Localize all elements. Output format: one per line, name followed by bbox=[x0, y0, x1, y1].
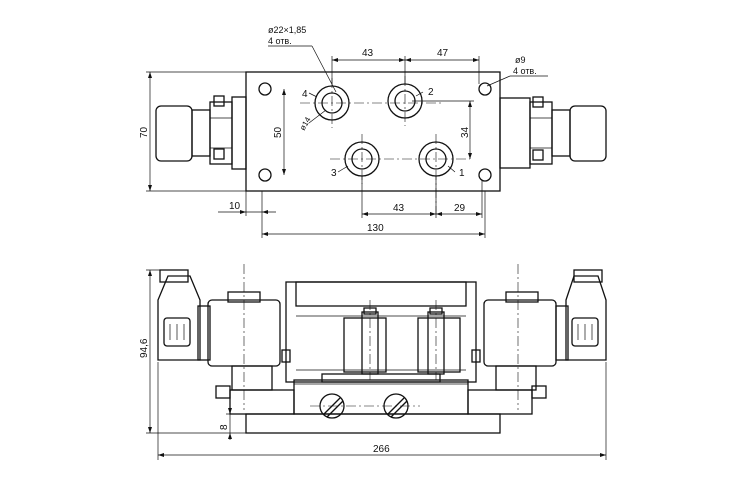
svg-text:10: 10 bbox=[229, 201, 241, 212]
svg-text:266: 266 bbox=[373, 444, 390, 455]
dim-top-chain: 43 47 bbox=[331, 48, 480, 84]
svg-text:29: 29 bbox=[454, 203, 466, 214]
dim-inner-height: 50 bbox=[273, 89, 286, 175]
right-solenoid-plan bbox=[499, 96, 607, 169]
svg-text:70: 70 bbox=[139, 126, 150, 138]
port-label-1: 1 bbox=[459, 168, 465, 179]
dim-overall-width: 130 bbox=[261, 191, 486, 238]
dim-port-spacing: 34 bbox=[412, 100, 474, 159]
svg-text:43: 43 bbox=[393, 203, 405, 214]
svg-text:50: 50 bbox=[273, 126, 284, 138]
dim-offset: 10 bbox=[218, 191, 276, 216]
svg-text:43: 43 bbox=[362, 48, 374, 59]
callout-port: ø14 bbox=[298, 115, 313, 132]
left-solenoid-plan bbox=[155, 95, 247, 170]
base-plate bbox=[245, 413, 501, 434]
mounting-holes bbox=[258, 82, 492, 182]
svg-text:4 отв.: 4 отв. bbox=[268, 36, 292, 46]
svg-text:94,6: 94,6 bbox=[139, 338, 150, 358]
dim-overall-length: 266 bbox=[157, 362, 607, 460]
dim-bottom-chain: 43 29 bbox=[361, 176, 483, 218]
callout-big-hole: ø22×1,85 4 отв. bbox=[268, 25, 337, 93]
dim-base: 8 bbox=[219, 404, 246, 440]
svg-text:130: 130 bbox=[367, 223, 384, 234]
svg-text:ø22×1,85: ø22×1,85 bbox=[268, 25, 306, 35]
callout-small-hole: ø9 4 отв. bbox=[486, 55, 548, 87]
port-label-4: 4 bbox=[302, 89, 308, 100]
dim-height: 70 bbox=[139, 71, 246, 192]
svg-text:ø9: ø9 bbox=[515, 55, 526, 65]
svg-text:47: 47 bbox=[437, 48, 449, 59]
port-label-2: 2 bbox=[428, 87, 434, 98]
svg-text:4 отв.: 4 отв. bbox=[513, 66, 537, 76]
front-view: 94,6 8 266 bbox=[139, 264, 607, 460]
left-solenoid-front bbox=[157, 269, 281, 391]
valve-body-front bbox=[285, 281, 477, 383]
dim-front-height: 94,6 bbox=[139, 269, 246, 434]
top-view: 4 2 3 1 ø22×1,85 4 отв. ø9 4 отв. ø14 bbox=[139, 25, 607, 238]
svg-text:8: 8 bbox=[219, 424, 230, 430]
port-label-3: 3 bbox=[331, 168, 337, 179]
right-solenoid-front bbox=[483, 269, 607, 391]
svg-text:34: 34 bbox=[460, 126, 471, 138]
